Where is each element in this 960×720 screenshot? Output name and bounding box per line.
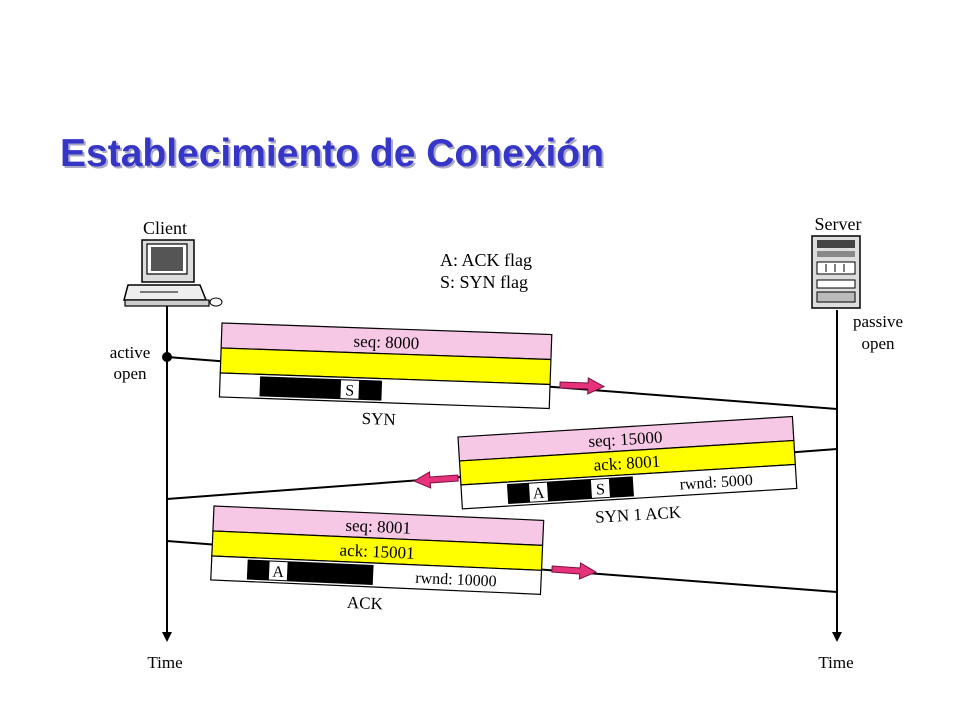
synack-rwnd-text: rwnd: 5000 [679, 472, 753, 493]
passive-open-line1: passive [853, 312, 903, 331]
synack-flag-a: A [532, 485, 545, 503]
synack-flag-s: S [596, 481, 606, 499]
server-time-label: Time [818, 653, 853, 672]
legend-syn-flag: S: SYN flag [440, 272, 528, 292]
active-open-dot [162, 352, 172, 362]
legend-ack-flag: A: ACK flag [440, 250, 532, 270]
synack-arrow [412, 471, 459, 489]
synack-caption: SYN 1 ACK [595, 503, 683, 527]
syn-flag-s: S [345, 382, 354, 399]
ack-caption: ACK [347, 593, 384, 614]
ack-arrow [551, 562, 598, 580]
syn-segment: seq: 8000 S SYN [218, 322, 553, 429]
client-time-label: Time [147, 653, 182, 672]
ack-seq-text: seq: 8001 [345, 516, 411, 538]
server-label: Server [815, 214, 862, 234]
ack-segment: seq: 8001 ack: 15001 A rwnd: 10000 ACK [210, 505, 545, 614]
syn-arrow [559, 377, 606, 395]
server-icon [811, 235, 861, 309]
synack-ack-text: ack: 8001 [593, 452, 661, 475]
syn-flag-bits [259, 376, 383, 401]
ack-rwnd-text: rwnd: 10000 [415, 570, 497, 591]
client-label: Client [143, 218, 187, 238]
client-computer-icon [123, 239, 223, 307]
ack-flag-a: A [272, 564, 285, 582]
synack-seq-text: seq: 15000 [588, 428, 663, 451]
syn-seq-text: seq: 8000 [353, 332, 419, 353]
page-title: Establecimiento de Conexión [60, 132, 604, 175]
synack-segment: seq: 15000 ack: 8001 A S rwnd: 5000 SYN … [457, 415, 798, 527]
active-open-line2: open [113, 364, 147, 383]
syn-caption: SYN [361, 409, 396, 429]
passive-open-line2: open [861, 334, 895, 353]
ack-ack-text: ack: 15001 [339, 541, 415, 563]
active-open-line1: active [110, 343, 151, 362]
